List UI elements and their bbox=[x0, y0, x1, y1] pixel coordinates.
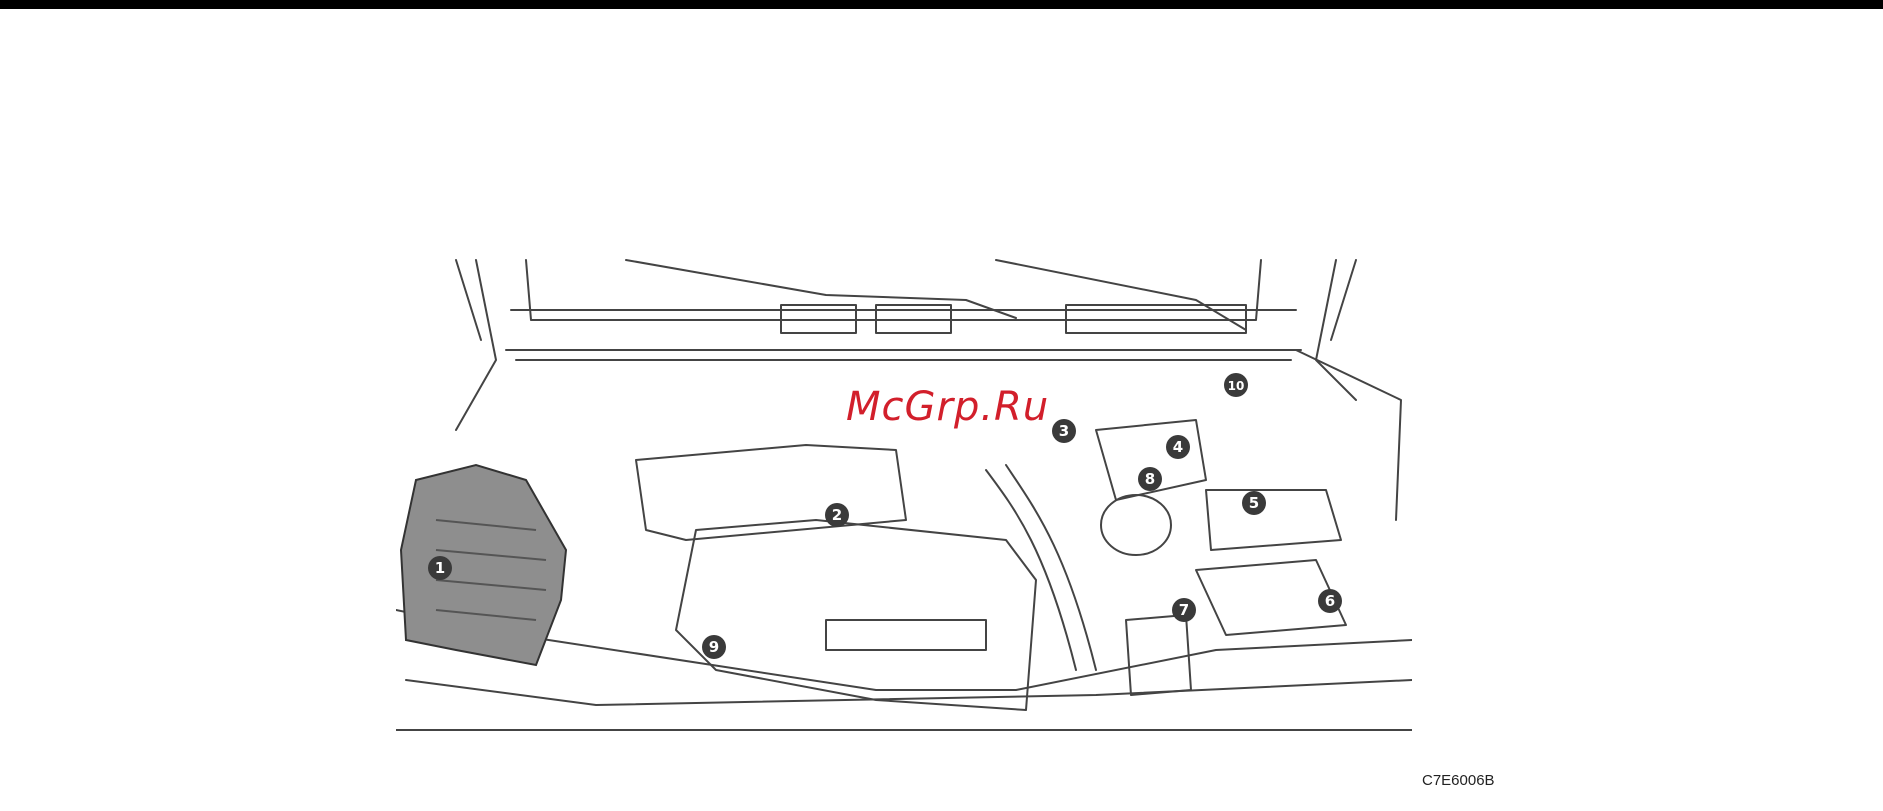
callout-5: 5 bbox=[1242, 491, 1266, 515]
callout-9: 9 bbox=[702, 635, 726, 659]
callout-6: 6 bbox=[1318, 589, 1342, 613]
svg-text:6: 6 bbox=[1325, 592, 1335, 610]
callout-2: 2 bbox=[825, 503, 849, 527]
svg-text:8: 8 bbox=[1145, 470, 1155, 488]
fuse-box bbox=[1206, 490, 1341, 550]
brake-reservoir bbox=[1126, 615, 1191, 695]
callout-7: 7 bbox=[1172, 598, 1196, 622]
engine-cover bbox=[676, 520, 1036, 710]
top-border-bar bbox=[0, 0, 1883, 9]
svg-text:10: 10 bbox=[1228, 379, 1245, 393]
svg-text:4: 4 bbox=[1173, 438, 1183, 456]
svg-text:3: 3 bbox=[1059, 422, 1069, 440]
callout-3: 3 bbox=[1052, 419, 1076, 443]
svg-text:2: 2 bbox=[832, 506, 842, 524]
callout-1: 1 bbox=[428, 556, 452, 580]
svg-text:1: 1 bbox=[435, 559, 445, 577]
watermark-text: McGrp.Ru bbox=[846, 384, 1049, 430]
engine-compartment-illustration: 1 2 3 4 5 6 7 8 bbox=[396, 250, 1412, 750]
air-filter-box bbox=[401, 465, 566, 665]
callout-8: 8 bbox=[1138, 467, 1162, 491]
engine-drawing: 1 2 3 4 5 6 7 8 bbox=[396, 250, 1412, 750]
callout-4: 4 bbox=[1166, 435, 1190, 459]
svg-text:5: 5 bbox=[1249, 494, 1259, 512]
figure-code: C7E6006B bbox=[1422, 772, 1495, 789]
svg-text:7: 7 bbox=[1179, 601, 1189, 619]
svg-text:9: 9 bbox=[709, 638, 719, 656]
callout-10: 10 bbox=[1224, 373, 1248, 397]
